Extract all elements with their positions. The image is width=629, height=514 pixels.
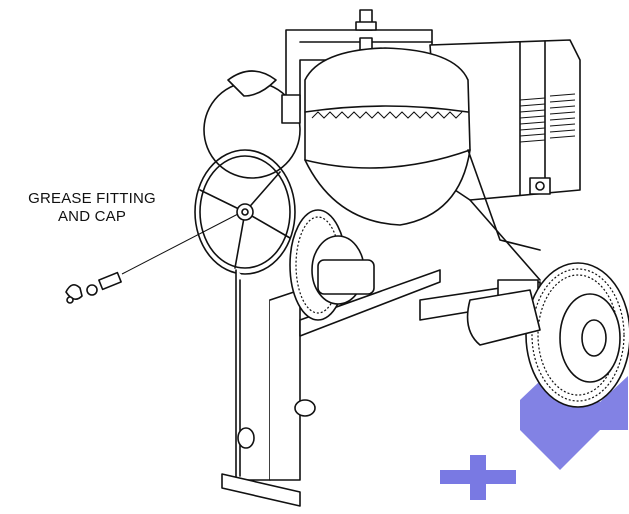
mixing-drum bbox=[304, 47, 471, 226]
rear-wheel bbox=[289, 209, 375, 321]
grease-fitting-icon bbox=[65, 213, 239, 304]
callout-line-2: AND CAP bbox=[57, 208, 127, 225]
handwheel bbox=[194, 149, 296, 275]
stand bbox=[221, 269, 541, 507]
callout-line-1: GREASE FITTING bbox=[28, 190, 156, 207]
road-wheel bbox=[466, 262, 629, 408]
grease-fitting-label: GREASE FITTING AND CAP bbox=[4, 190, 180, 226]
